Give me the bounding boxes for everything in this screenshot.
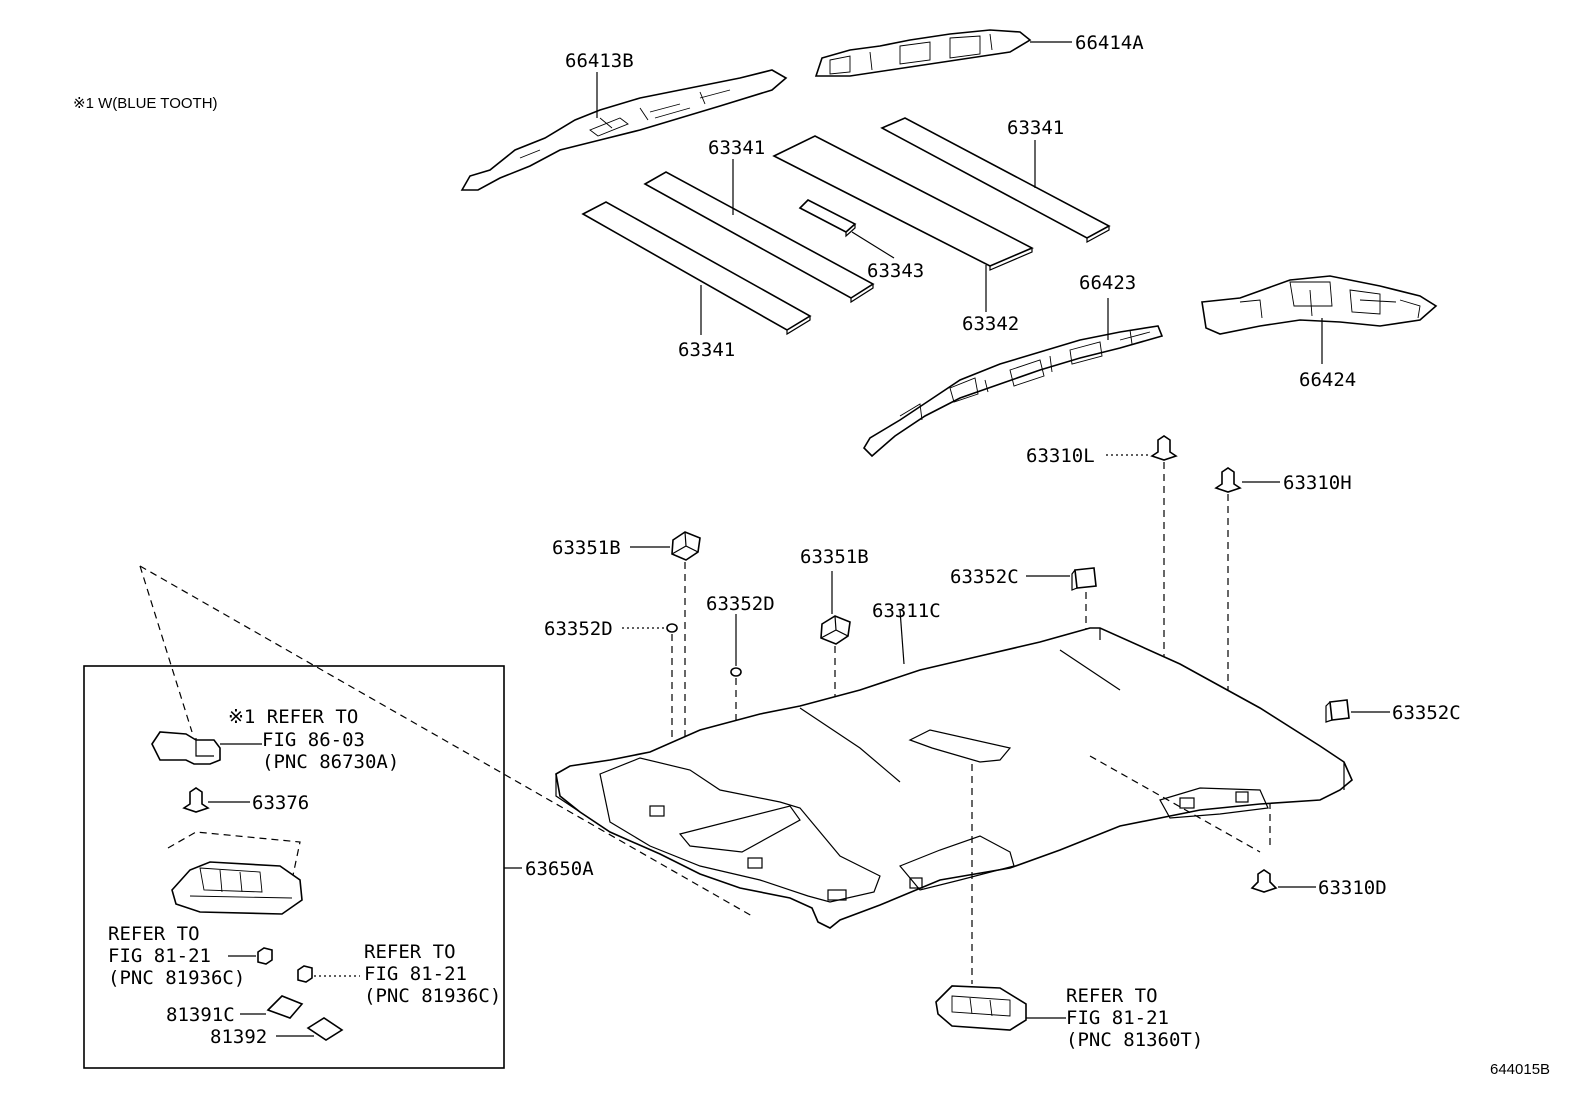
ref-right-line3: (PNC 81936C)	[364, 985, 501, 1007]
label-63310H: 63310H	[1283, 472, 1352, 494]
room-lamp-assy: REFER TO FIG 81-21 (PNC 81360T)	[935, 764, 1203, 1051]
pad-63343: 63343	[798, 199, 924, 282]
label-63341-middle: 63341	[708, 137, 765, 159]
ref-bt-line1: ※1 REFER TO	[228, 706, 358, 728]
label-63342: 63342	[962, 313, 1019, 335]
bracket-66424: 66424	[1201, 275, 1438, 391]
pad-63352C-right: 63352C	[1269, 699, 1461, 848]
ref-bt-line3: (PNC 86730A)	[262, 751, 399, 773]
label-66424: 66424	[1299, 369, 1356, 391]
ref-lamp-line1: REFER TO	[1066, 985, 1158, 1007]
ref-left-line1: REFER TO	[108, 923, 200, 945]
label-63310L: 63310L	[1026, 445, 1095, 467]
ref-lamp-line3: (PNC 81360T)	[1066, 1029, 1203, 1051]
headliner-63311C: 63311C	[555, 600, 1353, 929]
pad-63352D-mid: 63352D	[706, 593, 775, 792]
ref-left-line3: (PNC 81936C)	[108, 967, 245, 989]
pad-63341-middle: 63341	[643, 137, 875, 304]
label-63352C-top: 63352C	[950, 566, 1019, 588]
label-81391C: 81391C	[166, 1004, 235, 1026]
clip-63310H: 63310H	[1214, 467, 1352, 705]
label-63343: 63343	[867, 260, 924, 282]
pad-63352D-left: 63352D	[544, 618, 678, 740]
ref-right-line2: FIG 81-21	[364, 963, 467, 985]
bracket-66423: 66423	[862, 272, 1164, 458]
label-63341-bottom: 63341	[678, 339, 735, 361]
label-66414A: 66414A	[1075, 32, 1144, 54]
clip-63310L: 63310L	[1026, 435, 1178, 672]
label-63376: 63376	[252, 792, 309, 814]
clip-63310D: 63310D	[1250, 869, 1387, 899]
pad-63342: 63342	[772, 135, 1034, 335]
ref-bt-line2: FIG 86-03	[262, 729, 365, 751]
pad-63341-right: 63341	[880, 117, 1111, 244]
label-63311C: 63311C	[872, 600, 941, 622]
ref-lamp-line2: FIG 81-21	[1066, 1007, 1169, 1029]
label-63650A: 63650A	[525, 858, 594, 880]
note-text: ※1 W(BLUE TOOTH)	[73, 95, 218, 112]
label-63352D-mid: 63352D	[706, 593, 775, 615]
bracket-66414A: 66414A	[814, 29, 1144, 77]
bracket-66413B: 66413B	[460, 50, 788, 191]
pad-63351B-right: 63351B	[800, 546, 869, 860]
label-63351B-right: 63351B	[800, 546, 869, 568]
pad-63351B-left: 63351B	[552, 531, 701, 770]
pad-63341-left: 63341	[581, 201, 812, 361]
label-66423: 66423	[1079, 272, 1136, 294]
label-63352C-right: 63352C	[1392, 702, 1461, 724]
label-66413B: 66413B	[565, 50, 634, 72]
ref-right-line1: REFER TO	[364, 941, 456, 963]
detail-box-63650A: 63650A ※1 REFER TO FIG 86-03 (PNC 86730A…	[83, 665, 594, 1069]
detail-link-lines	[139, 565, 1261, 917]
illustration-id: 644015B	[1490, 1061, 1550, 1078]
label-63351B-left: 63351B	[552, 537, 621, 559]
label-63310D: 63310D	[1318, 877, 1387, 899]
ref-left-line2: FIG 81-21	[108, 945, 211, 967]
label-63341-right: 63341	[1007, 117, 1064, 139]
label-81392: 81392	[210, 1026, 267, 1048]
pad-63352C-top: 63352C	[950, 566, 1097, 642]
label-63352D-left: 63352D	[544, 618, 613, 640]
